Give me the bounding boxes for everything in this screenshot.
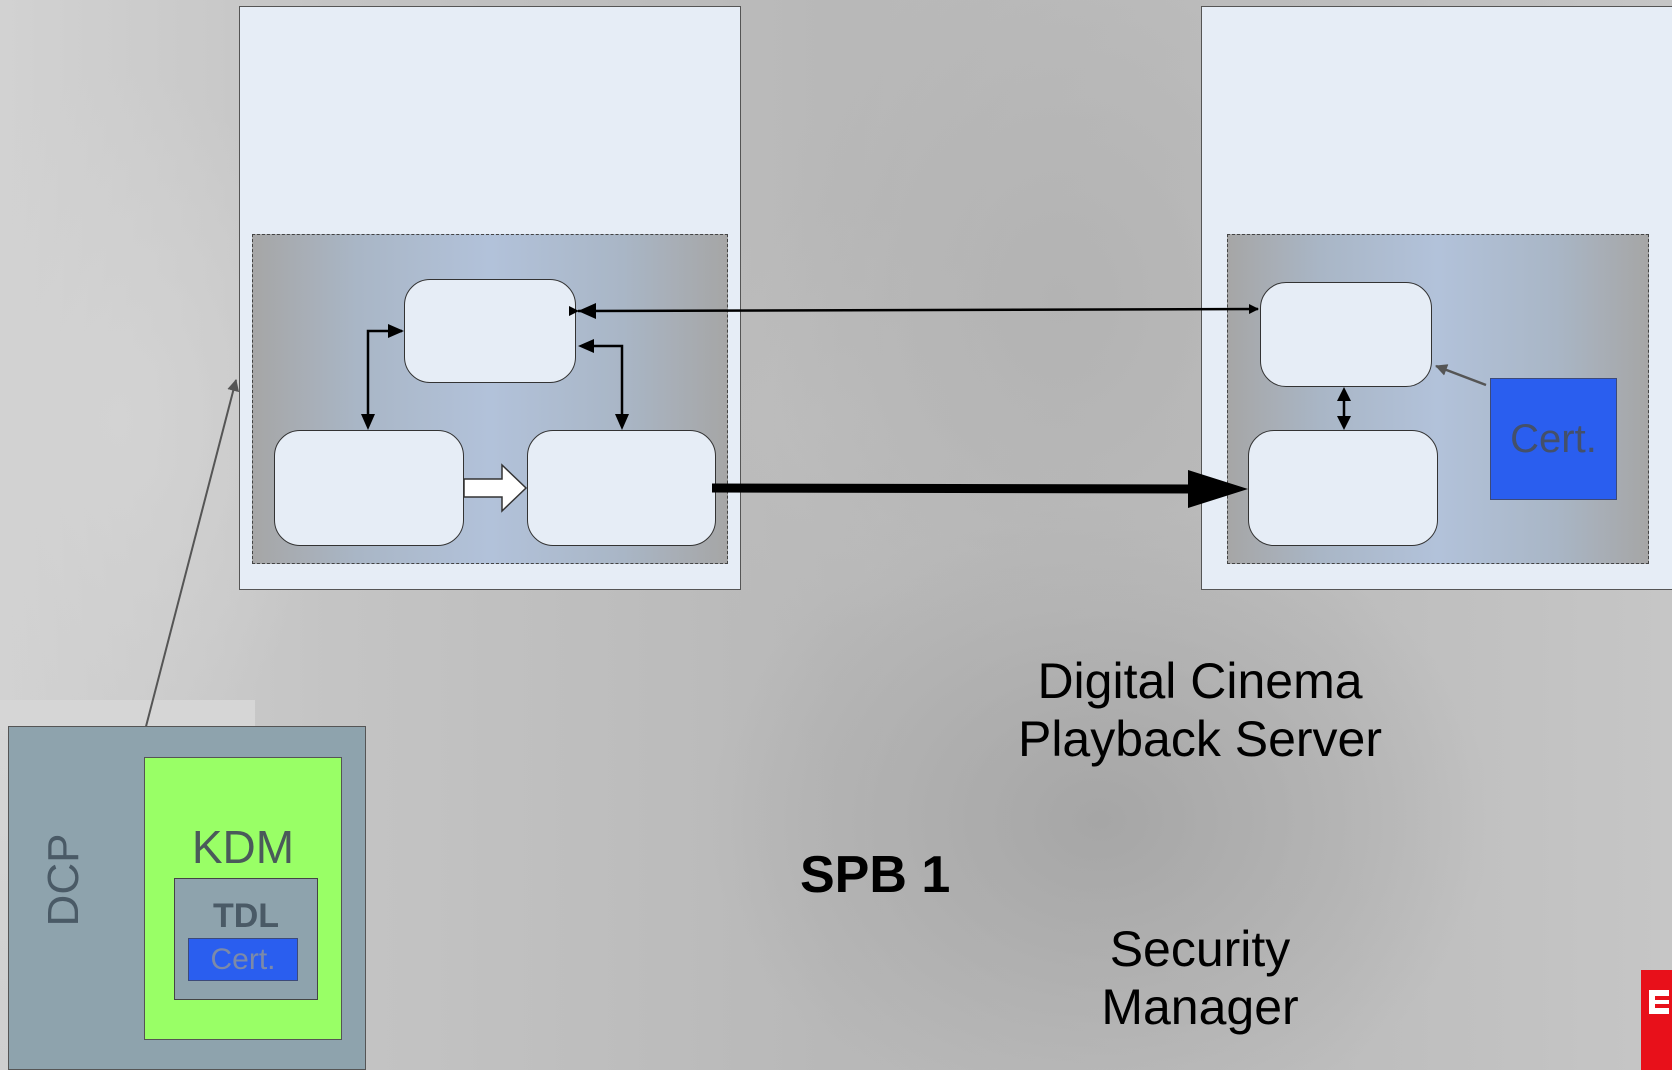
playback-server-label-line2: Playback Server	[1017, 711, 1383, 767]
corner-logo	[1641, 970, 1672, 1070]
playback-server-label: Digital Cinema Playback Server	[960, 652, 1440, 768]
cert-link-arrow	[1435, 364, 1487, 387]
left-top-module	[404, 279, 576, 383]
security-manager-label-line2: Manager	[1101, 979, 1299, 1035]
cert-box: Cert.	[1490, 378, 1617, 500]
left-bottom-right-module	[527, 430, 716, 546]
security-manager-label-line1: Security	[1109, 921, 1291, 977]
link-arrow-top	[568, 304, 1259, 317]
right-top-module	[1260, 282, 1432, 387]
link-arrow-right	[590, 344, 624, 418]
left-bottom-left-module	[274, 430, 464, 546]
dcp-link-arrow	[142, 379, 240, 739]
right-bottom-module	[1248, 430, 1438, 546]
hollow-arrow	[463, 463, 528, 513]
link-arrow-bottom	[711, 483, 1197, 494]
spb-label: SPB 1	[800, 846, 951, 904]
playback-server-label-line1: Digital Cinema	[1037, 653, 1363, 709]
logo-mark-icon	[1649, 990, 1669, 1014]
tdl-label: TDL	[212, 897, 280, 935]
security-manager-label: Security Manager	[1000, 920, 1400, 1036]
kdm-label: KDM	[191, 821, 295, 873]
dcp-label: DCP	[39, 833, 88, 927]
link-arrow-left	[366, 329, 402, 418]
tdl-cert-box: Cert.	[188, 938, 298, 981]
